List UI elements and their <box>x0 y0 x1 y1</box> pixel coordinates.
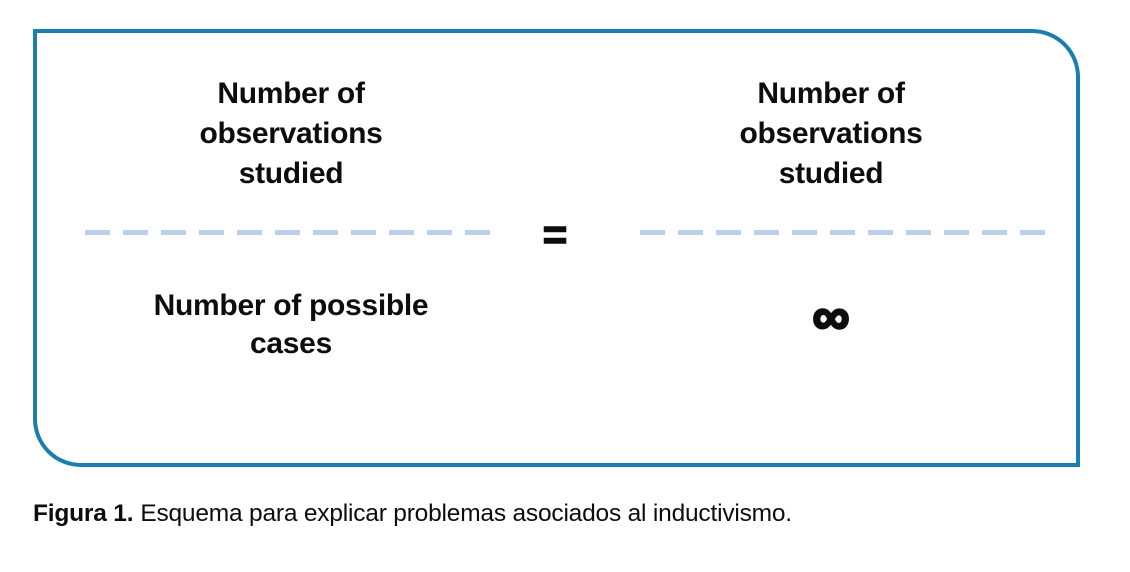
figure-caption-text: Esquema para explicar problemas asociado… <box>140 500 792 527</box>
infinity-symbol: ∞ <box>811 288 851 346</box>
right-fraction-numerator: Number of observations studied <box>739 77 923 190</box>
left-fraction-denominator: Number of possible cases <box>153 289 429 360</box>
left-fraction-numerator: Number of observations studied <box>199 77 383 190</box>
right-fraction-divider-dashed-line <box>640 230 1046 235</box>
figure-caption-label: Figura 1. <box>33 500 134 527</box>
figure-caption: Figura 1.Esquema para explicar problemas… <box>33 498 1093 530</box>
equals-sign: = <box>542 210 568 259</box>
equation-box <box>33 29 1080 467</box>
left-fraction-divider-dashed-line <box>85 230 497 235</box>
